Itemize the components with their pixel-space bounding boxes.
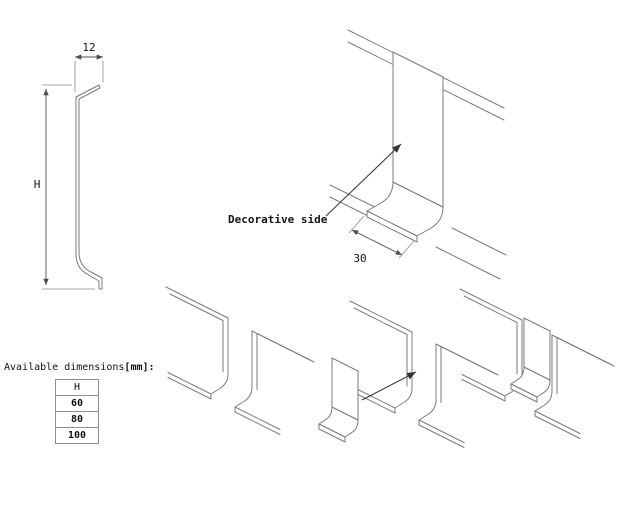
width-dimension: 12 [74,41,104,92]
dimension-value: 80 [55,411,99,428]
decorative-side-callout: Decorative side [228,143,402,226]
connector-piece [366,51,444,243]
table-row: 100 [55,427,99,444]
dimensions-table: H 60 80 100 [55,379,99,444]
caption-text: Available dimensions [4,362,125,373]
board-end-right [234,330,315,435]
board-end-right [418,343,499,448]
height-dimension: H [34,84,95,290]
dimension-value: 100 [55,427,99,444]
dimension-value: 60 [55,395,99,412]
board-end-left [349,300,413,414]
table-row: 60 [55,395,99,412]
connector-loose-piece [318,357,359,443]
caption-unit: [mm]: [124,362,155,373]
assembly-arrow [361,371,417,401]
assembly-step-installed [459,288,615,439]
isometric-connector-view: 30 Decorative side [228,29,507,280]
assembly-sequence [165,286,615,448]
assembly-step-insert [318,300,499,448]
profile-cross-section-view: 12 H [34,41,104,290]
dimensions-table-header: H [55,379,99,396]
width-dimension-label: 12 [82,41,95,54]
width-30-dimension-label: 30 [353,252,366,265]
table-row: 80 [55,411,99,428]
width-30-dimension: 30 [348,215,415,265]
profile-outline [75,84,103,290]
board-end-left [165,286,229,400]
decorative-side-label: Decorative side [228,213,328,226]
assembly-step-gap [165,286,315,435]
available-dimensions-caption: Available dimensions[mm]: [4,362,155,373]
height-dimension-label: H [34,178,41,191]
